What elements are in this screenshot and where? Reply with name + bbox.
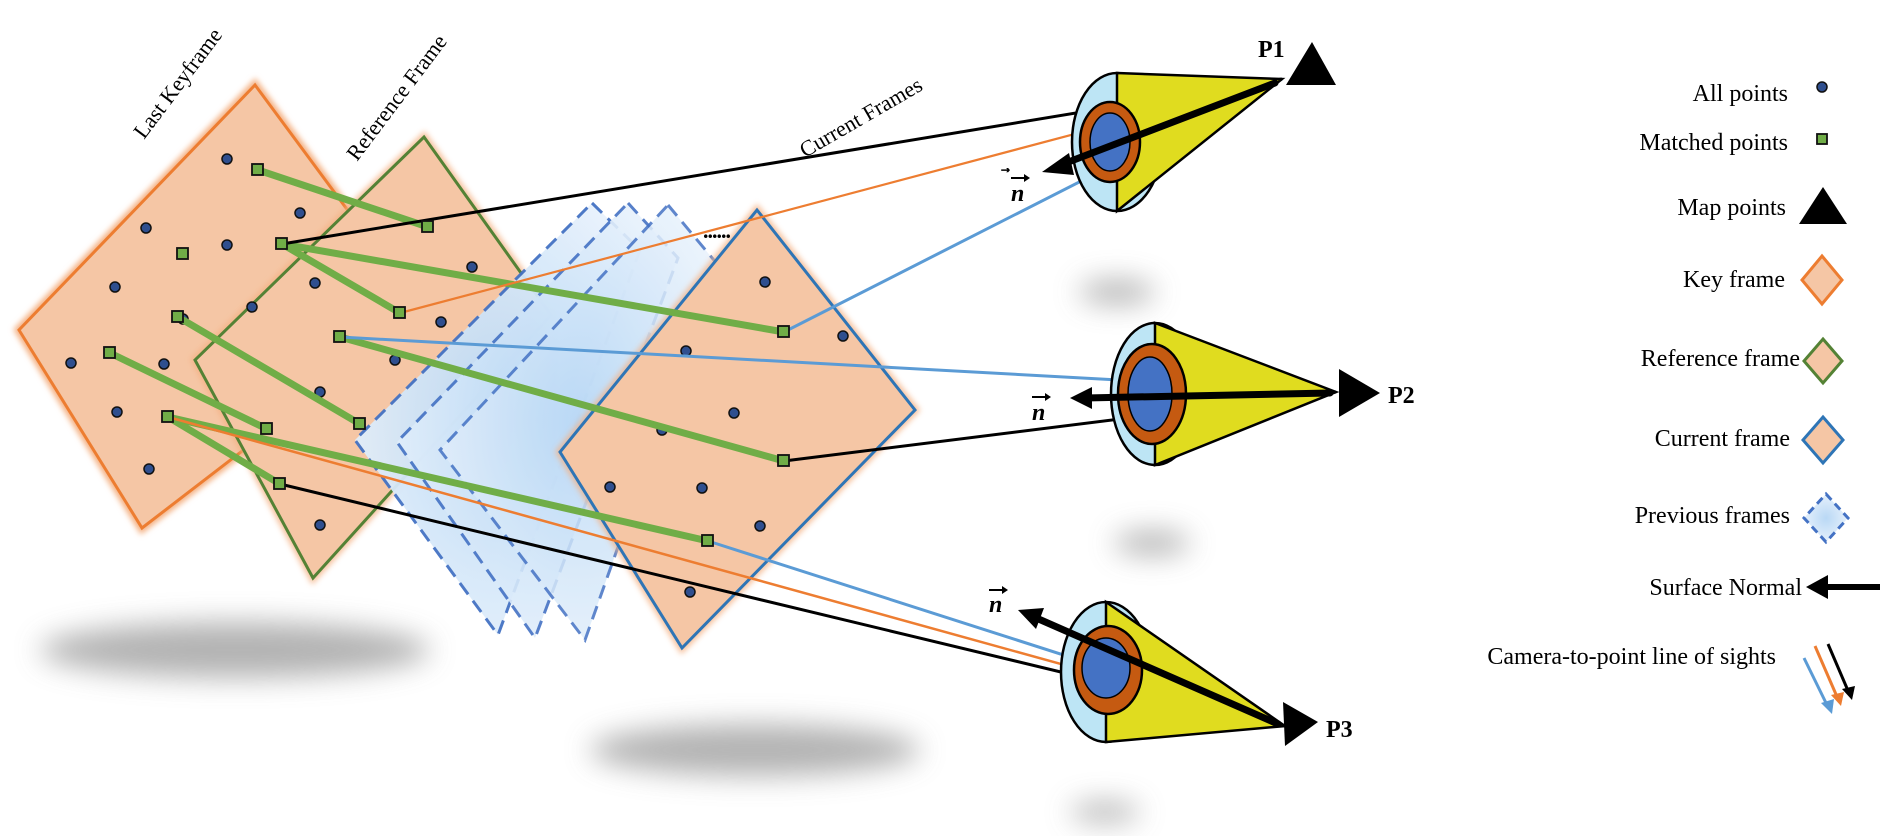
- all-points: [65, 153, 849, 598]
- matched-point: [777, 454, 790, 467]
- legend: All points Matched points Map points Key…: [1487, 81, 1880, 714]
- legend-map-points-label: Map points: [1677, 195, 1786, 221]
- match-line: [336, 333, 788, 465]
- feature-point: [221, 239, 233, 251]
- feature-point: [435, 316, 447, 328]
- drop-shadows: [40, 280, 1190, 822]
- match-line: [278, 240, 788, 336]
- matched-point: [273, 477, 286, 490]
- feature-point: [65, 357, 77, 369]
- map-point-p3-label: P3: [1326, 717, 1353, 743]
- match-line: [278, 240, 404, 317]
- feature-point: [246, 301, 258, 313]
- shadow-p3: [1070, 802, 1140, 822]
- match-line: [164, 413, 284, 488]
- normal-overbar-p3-head: [1002, 586, 1008, 594]
- matched-point: [421, 220, 434, 233]
- match-line: [174, 313, 364, 428]
- match-line: [106, 349, 271, 433]
- shadow-left: [40, 622, 430, 678]
- feature-point: [466, 261, 478, 273]
- match-line: [164, 413, 712, 545]
- normal-overbar-p1-head: [1024, 174, 1030, 182]
- legend-matched-points-icon: [1816, 133, 1828, 145]
- more-frames-ellipsis: ......: [703, 218, 731, 243]
- legend-current-frame-icon: [1801, 414, 1845, 466]
- reference-frame-label: Reference Frame: [341, 29, 452, 165]
- shadow-p1: [1079, 280, 1155, 304]
- feature-point: [309, 277, 321, 289]
- matched-points: [103, 163, 790, 547]
- normal-symbol-p3: n: [989, 592, 1002, 618]
- map-point-p2: [1339, 369, 1380, 417]
- feature-point: [728, 407, 740, 419]
- legend-key-frame-label: Key frame: [1683, 267, 1785, 293]
- map-point-p1: [1286, 42, 1336, 85]
- legend-current-frame-label: Current frame: [1655, 426, 1790, 452]
- legend-reference-frame-icon: [1802, 336, 1844, 386]
- matched-point: [103, 346, 116, 359]
- matched-point: [777, 325, 790, 338]
- legend-previous-frames-icon: [1801, 491, 1851, 545]
- feature-point: [759, 276, 771, 288]
- view-cone: [1115, 71, 1286, 214]
- matched-point: [701, 534, 714, 547]
- feature-point: [221, 153, 233, 165]
- feature-point: [837, 330, 849, 342]
- feature-point: [111, 406, 123, 418]
- reference-frame: [190, 130, 557, 585]
- feature-point: [604, 481, 616, 493]
- matched-point: [171, 310, 184, 323]
- legend-all-points-label: All points: [1693, 81, 1788, 107]
- matched-point: [161, 410, 174, 423]
- matched-point: [333, 330, 346, 343]
- current-frame: [555, 203, 921, 655]
- normal-symbol-p2: n: [1032, 400, 1045, 426]
- normal-overbar-p2-head: [1045, 393, 1051, 401]
- shadow-p2: [1114, 531, 1190, 555]
- feature-point: [294, 207, 306, 219]
- legend-key-frame-icon: [1800, 253, 1844, 307]
- surface-normal-p3-head: [1018, 608, 1044, 629]
- matched-point: [353, 417, 366, 430]
- feature-point: [696, 482, 708, 494]
- legend-matched-points-label: Matched points: [1639, 130, 1788, 156]
- feature-matches: [106, 166, 788, 545]
- camera-p3: [1059, 599, 1289, 744]
- legend-surface-normal-head: [1806, 575, 1828, 599]
- legend-line-of-sight-label: Camera-to-point line of sights: [1487, 644, 1776, 670]
- feature-point: [684, 586, 696, 598]
- legend-reference-frame-label: Reference frame: [1641, 346, 1800, 372]
- legend-all-points-icon: [1816, 81, 1828, 93]
- feature-point: [109, 281, 121, 293]
- legend-line-of-sight-icon: [1802, 643, 1855, 714]
- map-point-p2-label: P2: [1388, 383, 1415, 409]
- map-point-p3: [1283, 702, 1318, 746]
- normal-arrow-p1: ⃗: [1001, 167, 1010, 173]
- matched-point: [251, 163, 264, 176]
- normal-symbol-p1: n: [1011, 181, 1024, 207]
- match-line: [254, 166, 432, 231]
- shadow-mid: [590, 724, 920, 776]
- surface-normal-p1: [1054, 79, 1279, 170]
- feature-point: [143, 463, 155, 475]
- legend-surface-normal-label: Surface Normal: [1649, 575, 1802, 601]
- matched-point: [275, 237, 288, 250]
- surface-normal-p2-head: [1070, 387, 1092, 409]
- feature-point: [754, 520, 766, 532]
- feature-point: [140, 222, 152, 234]
- feature-point: [314, 519, 326, 531]
- map-point-p1-label: P1: [1258, 37, 1285, 63]
- legend-previous-frames-label: Previous frames: [1635, 503, 1790, 529]
- matched-point: [393, 306, 406, 319]
- feature-point: [158, 358, 170, 370]
- matched-point: [260, 422, 273, 435]
- surface-normal-p1-head: [1042, 153, 1074, 175]
- surface-normal-p3: [1030, 613, 1282, 728]
- surface-normal-p2: [1081, 389, 1334, 402]
- matched-point: [176, 247, 189, 260]
- legend-map-points-icon: [1799, 187, 1847, 224]
